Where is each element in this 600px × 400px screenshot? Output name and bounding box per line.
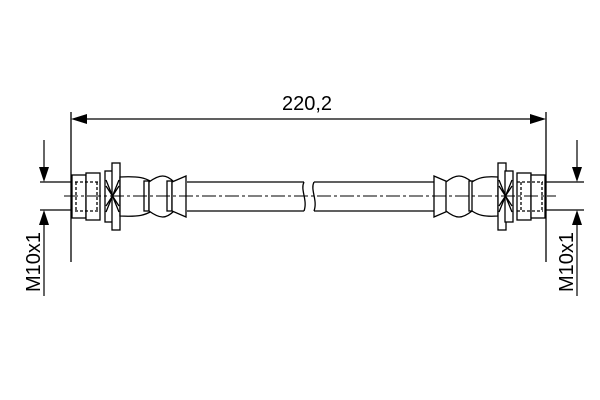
arrowhead-right-icon [530, 114, 546, 124]
left-thread-label: M10x1 [23, 232, 45, 292]
right-thread-label: M10x1 [556, 232, 578, 292]
arrow-down-icon [572, 167, 582, 182]
break-symbol-left [302, 181, 306, 212]
left-thread-dimension: M10x1 [23, 140, 72, 296]
right-thread-dimension: M10x1 [546, 140, 584, 296]
arrow-down-icon [39, 167, 49, 182]
arrow-up-icon [572, 210, 582, 225]
hose-tube [187, 181, 434, 212]
break-symbol-right [312, 181, 316, 212]
length-value: 220,2 [282, 93, 332, 115]
length-dimension: 220,2 [70, 93, 547, 262]
arrow-up-icon [39, 210, 49, 225]
arrowhead-left-icon [71, 114, 87, 124]
